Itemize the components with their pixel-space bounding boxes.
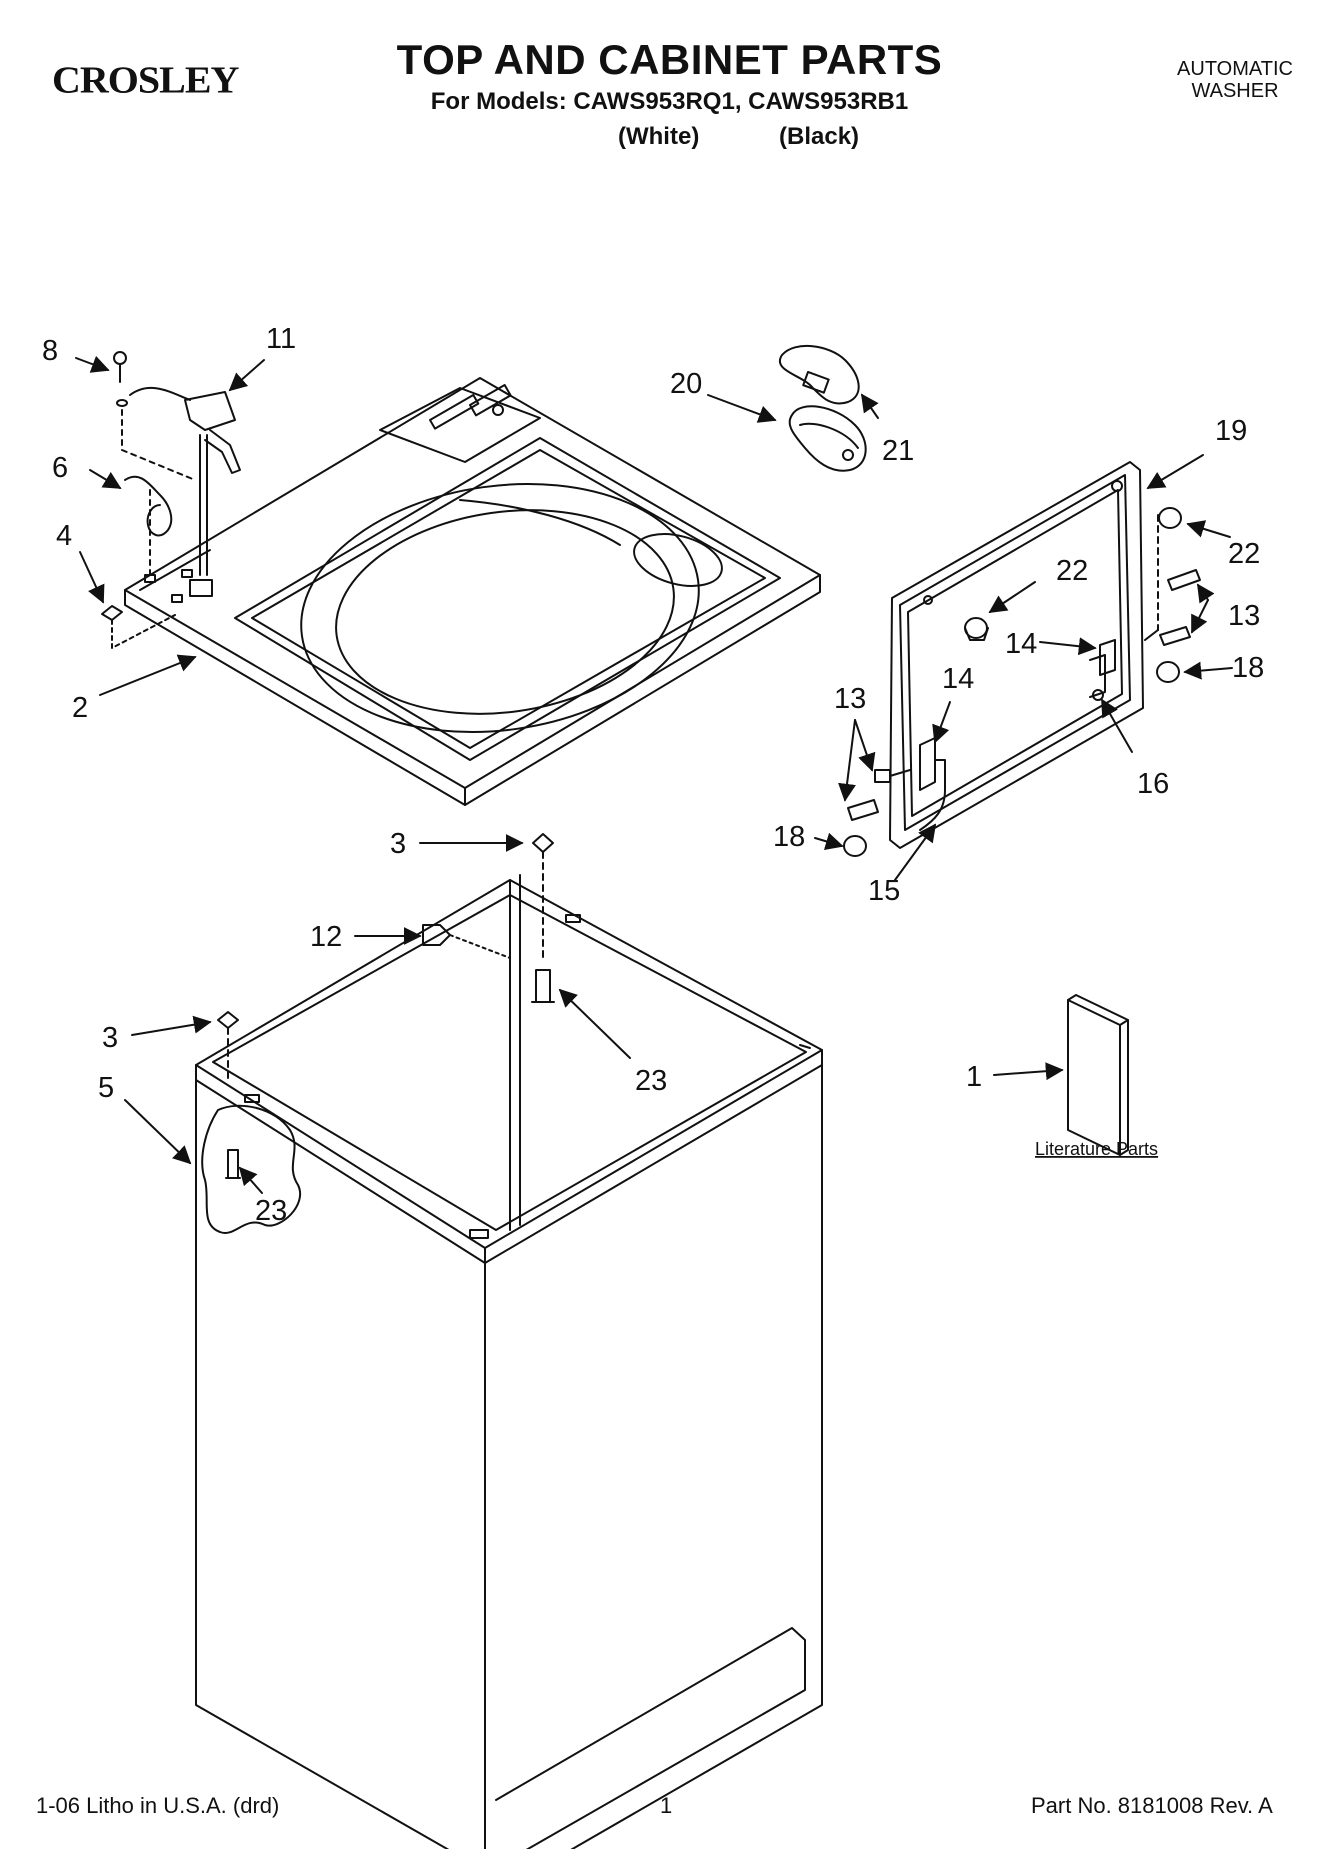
callout-21: 21: [882, 435, 914, 467]
callout-8: 8: [42, 335, 58, 367]
callout-6: 6: [52, 452, 68, 484]
callout-23b: 23: [255, 1195, 287, 1227]
product-type-line2: WASHER: [1191, 80, 1279, 102]
page-title: TOP AND CABINET PARTS: [396, 36, 943, 83]
callout-13a: 13: [1228, 600, 1260, 632]
product-type: AUTOMATIC WASHER: [1160, 58, 1310, 102]
dispenser-parts: [778, 344, 867, 472]
variant-white: (White): [618, 123, 700, 150]
callout-14b: 14: [942, 663, 974, 695]
callout-13b: 13: [834, 683, 866, 715]
callout-3a: 3: [390, 828, 406, 860]
lid-switch-assembly: [113, 351, 241, 576]
callout-18a: 18: [1232, 652, 1264, 684]
callout-19: 19: [1215, 415, 1247, 447]
callout-23a: 23: [635, 1065, 667, 1097]
cabinet-body: [195, 874, 823, 1849]
lid-assembly: [843, 461, 1201, 857]
callout-22a: 22: [1228, 538, 1260, 570]
brand-logo: CROSLEY: [52, 58, 239, 101]
models-line: For Models: CAWS953RQ1, CAWS953RB1: [430, 88, 909, 115]
callout-1: 1: [966, 1061, 982, 1093]
callout-14a: 14: [1005, 628, 1037, 660]
callout-labels: 8 11 6 4 2 20 21 19 22 22 13 14 18 16 14…: [42, 323, 1264, 1227]
variant-black: (Black): [779, 123, 860, 150]
clip-part: [101, 605, 176, 649]
callout-3b: 3: [102, 1022, 118, 1054]
callout-5: 5: [98, 1072, 114, 1104]
product-type-line1: AUTOMATIC: [1177, 58, 1293, 80]
literature-booklet: [1067, 994, 1129, 1156]
callout-12: 12: [310, 921, 342, 953]
callout-20: 20: [670, 368, 702, 400]
footer-page-number: 1: [660, 1793, 673, 1818]
literature-parts-label: Literature Parts: [1035, 1139, 1158, 1159]
callout-arrows: [75, 355, 1233, 1194]
callout-16: 16: [1137, 768, 1169, 800]
cabinet-fasteners: [217, 833, 555, 1081]
footer-part-number: Part No. 8181008 Rev. A: [1031, 1793, 1273, 1818]
footer-litho: 1-06 Litho in U.S.A. (drd): [36, 1793, 280, 1818]
callout-4: 4: [56, 520, 72, 552]
callout-18b: 18: [773, 821, 805, 853]
callout-2: 2: [72, 692, 88, 724]
callout-11: 11: [266, 323, 296, 355]
washer-top-panel: [124, 377, 821, 806]
hinge-bracket: [124, 475, 173, 581]
callout-22b: 22: [1056, 555, 1088, 587]
callout-15: 15: [868, 875, 900, 907]
